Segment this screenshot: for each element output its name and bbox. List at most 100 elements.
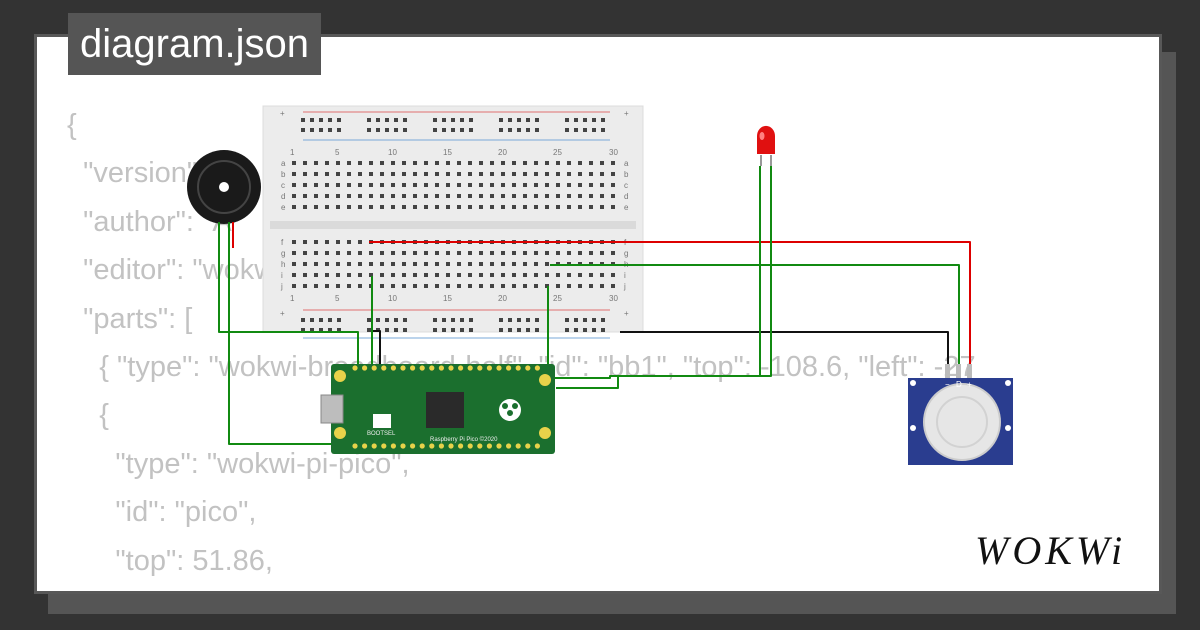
pico-pin[interactable] (381, 365, 387, 371)
breadboard-hole (369, 251, 373, 255)
bootsel-label: BOOTSEL (367, 431, 396, 437)
pico-pin[interactable] (381, 443, 387, 449)
breadboard-hole (534, 194, 538, 198)
pir-pin[interactable] (956, 364, 961, 378)
pico-pin[interactable] (515, 443, 521, 449)
wire-black[interactable] (620, 331, 949, 370)
breadboard-hole (512, 273, 516, 277)
breadboard-hole (325, 262, 329, 266)
breadboard-hole (325, 273, 329, 277)
pico-pin[interactable] (438, 443, 444, 449)
breadboard-hole (310, 128, 314, 132)
breadboard-hole (303, 240, 307, 244)
pico-pin[interactable] (429, 365, 435, 371)
breadboard-hole (556, 161, 560, 165)
pico-pin[interactable] (410, 443, 416, 449)
pico-pin[interactable] (352, 443, 358, 449)
pico-pin[interactable] (534, 443, 541, 449)
pico-pin[interactable] (400, 365, 406, 371)
pico-pin[interactable] (390, 443, 396, 449)
breadboard-hole (512, 161, 516, 165)
pico-pin[interactable] (352, 365, 358, 371)
breadboard-hole (523, 273, 527, 277)
rail-plus-label: + (280, 309, 285, 318)
pico-pin[interactable] (515, 365, 521, 371)
breadboard-hole (435, 161, 439, 165)
pico-pin[interactable] (458, 365, 464, 371)
pico-pin[interactable] (486, 443, 492, 449)
pico-pin[interactable] (525, 443, 531, 449)
breadboard-hole (301, 128, 305, 132)
breadboard-hole (328, 128, 332, 132)
pico-pin[interactable] (506, 443, 512, 449)
pico-pin[interactable] (438, 365, 444, 371)
breadboard-hole (460, 328, 464, 332)
pico-pin[interactable] (496, 443, 502, 449)
wire-red[interactable] (369, 241, 971, 370)
pico-pin[interactable] (496, 365, 502, 371)
pir-hole (1005, 380, 1011, 386)
pico-pin[interactable] (506, 365, 512, 371)
wire-green[interactable] (550, 264, 960, 370)
raspberry-pi-pico[interactable]: Raspberry Pi Pico ©2020 BOOTSEL (320, 364, 555, 454)
row-letter: i (281, 271, 283, 280)
breadboard[interactable]: + + + + 1 5 10 15 20 25 30 1 5 10 15 20 … (262, 105, 644, 339)
breadboard-hole (469, 118, 473, 122)
breadboard-hole (347, 240, 351, 244)
breadboard-hole (556, 183, 560, 187)
breadboard-hole (369, 172, 373, 176)
pico-pin[interactable] (410, 365, 416, 371)
pir-pin[interactable] (967, 364, 972, 378)
breadboard-hole (310, 118, 314, 122)
column-number: 25 (553, 294, 562, 303)
breadboard-hole (468, 161, 472, 165)
pico-pin[interactable] (525, 365, 531, 371)
breadboard-hole (402, 183, 406, 187)
breadboard-hole (413, 194, 417, 198)
wire-black-pico[interactable] (372, 330, 381, 372)
red-led[interactable] (757, 125, 775, 166)
breadboard-hole (385, 328, 389, 332)
breadboard-hole (578, 205, 582, 209)
pico-pin[interactable] (429, 443, 435, 449)
breadboard-hole (517, 118, 521, 122)
pico-pin[interactable] (448, 365, 454, 371)
file-tab[interactable]: diagram.json (68, 13, 322, 75)
pico-pin[interactable] (467, 365, 473, 371)
breadboard-hole (319, 128, 323, 132)
wire-green[interactable] (617, 166, 772, 388)
pico-pin[interactable] (371, 443, 377, 449)
wire-green[interactable] (218, 222, 359, 372)
pico-pin[interactable] (486, 365, 492, 371)
pico-pin[interactable] (400, 443, 406, 449)
breadboard-hole (545, 161, 549, 165)
pico-pin[interactable] (534, 365, 541, 371)
breadboard-hole (589, 172, 593, 176)
breadboard-hole (501, 183, 505, 187)
pico-pin[interactable] (362, 443, 368, 449)
pico-pin[interactable] (477, 443, 483, 449)
wire-green[interactable] (547, 166, 761, 379)
pir-pin[interactable] (945, 364, 950, 378)
pico-pin[interactable] (419, 365, 425, 371)
pico-pin[interactable] (371, 365, 377, 371)
pico-pin[interactable] (362, 365, 368, 371)
buzzer[interactable] (187, 150, 261, 224)
pico-pin[interactable] (419, 443, 425, 449)
wire-green[interactable] (228, 222, 338, 445)
breadboard-hole (391, 205, 395, 209)
wire-green[interactable] (556, 386, 619, 389)
breadboard-hole (512, 284, 516, 288)
pico-pin[interactable] (477, 365, 483, 371)
mount-hole (334, 427, 346, 439)
pico-pin[interactable] (390, 365, 396, 371)
breadboard-hole (501, 161, 505, 165)
pico-pin[interactable] (448, 443, 454, 449)
pir-sensor[interactable]: − D + (908, 364, 1013, 465)
bootsel-button[interactable] (373, 414, 391, 428)
breadboard-hole (565, 328, 569, 332)
breadboard-hole (292, 262, 296, 266)
pico-pin[interactable] (467, 443, 473, 449)
pico-pin[interactable] (458, 443, 464, 449)
breadboard-hole (433, 128, 437, 132)
